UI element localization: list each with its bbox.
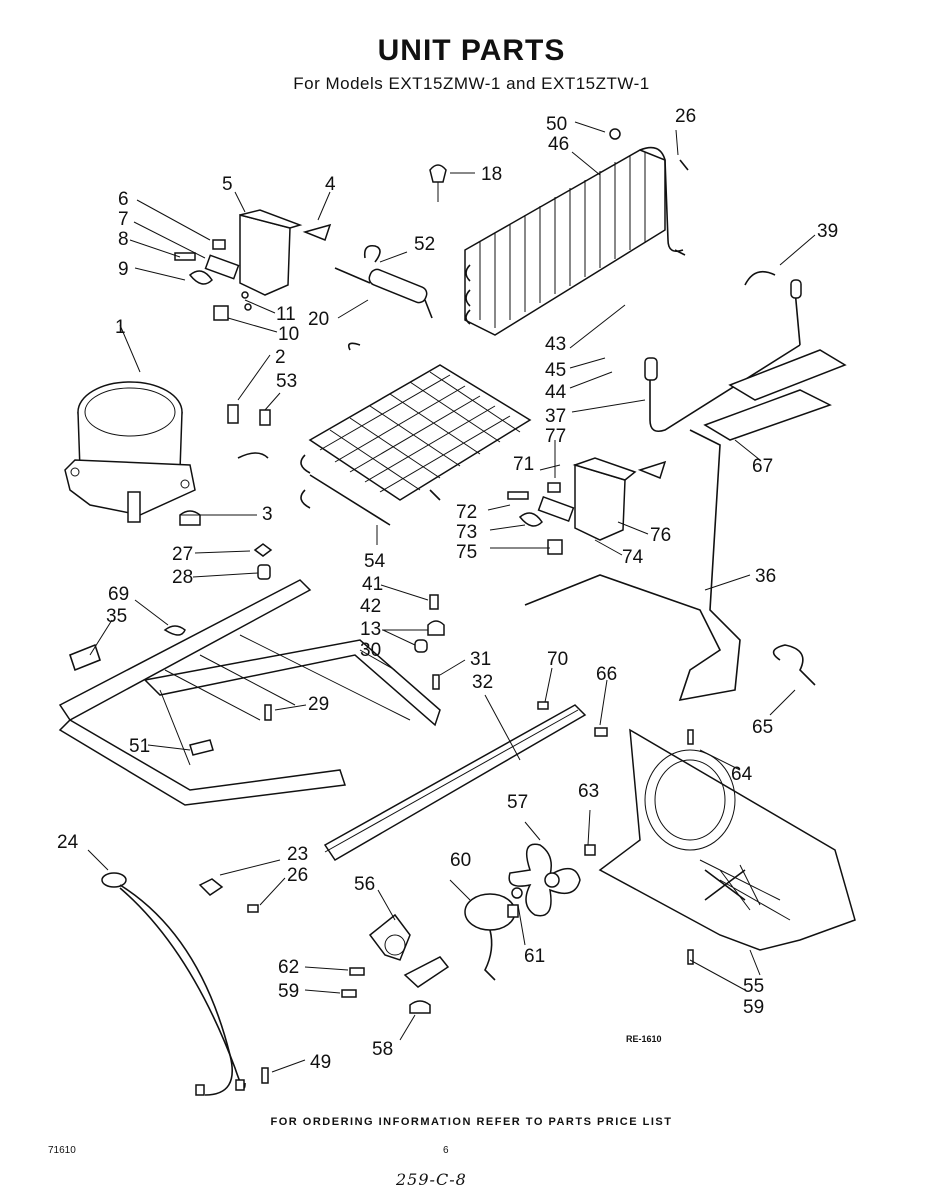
callout-label: 26: [675, 106, 696, 127]
callout-label: 31: [470, 649, 491, 670]
callout-label: 23: [287, 844, 308, 865]
callout-label: 26: [287, 865, 308, 886]
callout-label: 53: [276, 371, 297, 392]
callout-label: 62: [278, 957, 299, 978]
evaporator-part-54: [300, 342, 532, 526]
callout-label: 20: [308, 309, 329, 330]
callout-label: 43: [545, 334, 566, 355]
page-number: 6: [443, 1145, 449, 1156]
compressor-part-1: [64, 381, 196, 523]
callout-label: 51: [129, 736, 150, 757]
ordering-note: FOR ORDERING INFORMATION REFER TO PARTS …: [270, 1116, 673, 1128]
callout-label: 63: [578, 781, 599, 802]
callout-label: 10: [278, 324, 299, 345]
callout-label: 37: [545, 406, 566, 427]
callout-label: 13: [360, 619, 381, 640]
callout-label: 50: [546, 114, 567, 135]
callout-label: 61: [524, 946, 545, 967]
callout-labels: 50 26 46 18 5 4 6 7 8 9 52 39 11 10 20 1…: [57, 106, 838, 1073]
leader-lines: [87, 121, 816, 1073]
callout-label: 49: [310, 1052, 331, 1073]
page-subtitle: For Models EXT15ZMW-1 and EXT15ZTW-1: [293, 74, 650, 93]
callout-label: 27: [172, 544, 193, 565]
wire-harness-part-24: [101, 872, 269, 1096]
callout-label: 45: [545, 360, 566, 381]
callout-label: 70: [547, 649, 568, 670]
callout-label: 42: [360, 596, 381, 617]
callout-label: 4: [325, 174, 336, 195]
callout-label: 29: [308, 694, 329, 715]
callout-label: 60: [450, 850, 471, 871]
callout-label: 59: [743, 997, 764, 1018]
callout-label: 57: [507, 792, 528, 813]
callout-label: 72: [456, 502, 477, 523]
callout-label: 8: [118, 229, 129, 250]
callout-label: 32: [472, 672, 493, 693]
callout-label: 56: [354, 874, 375, 895]
relay-overload-assembly: [174, 209, 332, 321]
callout-label: 54: [364, 551, 386, 572]
callout-label: 39: [817, 221, 838, 242]
page-title: UNIT PARTS: [377, 34, 566, 67]
callout-label: 46: [548, 134, 569, 155]
callout-label: 1: [115, 317, 126, 338]
valve-part-18: [429, 164, 447, 202]
refrigerant-tubing: [524, 270, 816, 702]
callout-label: 71: [513, 454, 534, 475]
handwritten-note: 259-C-8: [396, 1170, 467, 1189]
callout-label: 6: [118, 189, 129, 210]
callout-label: 44: [545, 382, 567, 403]
callout-label: 28: [172, 567, 193, 588]
document-number: 71610: [48, 1145, 76, 1156]
callout-label: 5: [222, 174, 233, 195]
callout-label: 69: [108, 584, 129, 605]
bracket-part-67: [703, 349, 847, 441]
callout-label: 35: [106, 606, 127, 627]
callout-label: 30: [360, 640, 381, 661]
callout-label: 18: [481, 164, 502, 185]
callout-label: 76: [650, 525, 671, 546]
drier-part-20: [334, 244, 433, 319]
callout-label: 67: [752, 456, 773, 477]
callout-label: 58: [372, 1039, 393, 1060]
callout-label: 2: [275, 347, 286, 368]
fan-shroud-part-55: [584, 728, 856, 965]
reference-code: RE-1610: [626, 1034, 662, 1044]
callout-label: 74: [622, 547, 644, 568]
callout-label: 11: [276, 304, 296, 325]
callout-label: 75: [456, 542, 477, 563]
callout-label: 73: [456, 522, 477, 543]
callout-label: 9: [118, 259, 129, 280]
callout-label: 77: [545, 426, 566, 447]
callout-label: 65: [752, 717, 773, 738]
condenser-coil-drawing: [464, 128, 689, 336]
callout-label: 3: [262, 504, 273, 525]
callout-label: 52: [414, 234, 435, 255]
callout-label: 24: [57, 832, 79, 853]
callout-label: 7: [118, 209, 129, 230]
callout-label: 41: [362, 574, 383, 595]
relay-assembly-part-76: [507, 457, 667, 555]
callout-label: 64: [731, 764, 753, 785]
fan-motor-assembly: [341, 843, 581, 1014]
callout-label: 59: [278, 981, 299, 1002]
callout-label: 66: [596, 664, 617, 685]
callout-label: 36: [755, 566, 776, 587]
callout-label: 55: [743, 976, 764, 997]
rail-part-32: [323, 704, 587, 862]
base-frame-part-30: [58, 579, 441, 806]
